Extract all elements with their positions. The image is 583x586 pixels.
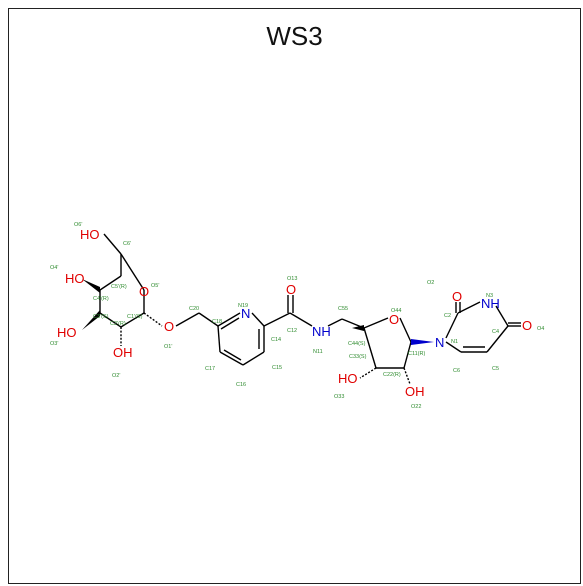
label-c22r: C22(R) [383,372,401,378]
figure-title: WS3 [266,21,323,51]
atom-ho-4: HO [65,271,85,286]
label-c33s: C33(S) [349,354,367,360]
atom-o-glycosidic: O [164,319,174,334]
atom-o-amide: O [286,282,296,297]
label-c1s: C1'(S) [127,314,143,320]
label-c5: C5 [492,366,499,372]
label-n11: N11 [313,349,323,355]
label-c4r: C4'(R) [93,296,109,302]
label-c20: C20 [189,306,199,312]
atom-nh-amide: NH [312,324,331,339]
label-c55: C55 [338,306,348,312]
label-o44: O44 [391,308,401,314]
label-c12: C12 [287,328,297,334]
label-c14: C14 [271,337,281,343]
figure-frame: WS3 [8,8,581,584]
label-o5p: O5' [151,283,159,289]
label-c3s: C3'(S) [93,314,109,320]
label-c17: C17 [205,366,215,372]
atom-labels: O6' C6' O4' C5'(R) O5' C4'(R) C3'(S) C2'… [50,222,544,410]
label-o4p: O4' [50,265,58,271]
atom-ho-top: HO [80,227,100,242]
atom-o2: O [452,289,462,304]
atom-n1: N [435,335,444,350]
label-o2: O2 [427,280,434,286]
label-c16: C16 [236,382,246,388]
atom-ho-33: HO [338,371,358,386]
label-c18: C18 [212,319,222,325]
label-n19: N19 [238,303,248,309]
label-c6: C6 [453,368,460,374]
label-c15: C15 [272,365,282,371]
label-c44s: C44(S) [348,341,366,347]
label-o6p: O6' [74,222,82,228]
wedge-c3 [82,310,100,330]
atom-symbols: HO HO HO OH O O N O NH O HO OH N O NH O [57,227,532,399]
label-c6p: C6' [123,241,131,247]
label-c2r: C2'(R) [110,321,126,327]
wedge-n1 [411,339,434,345]
atom-nh3: NH [481,296,500,311]
label-c4: C4 [492,329,499,335]
atom-o4: O [522,318,532,333]
label-c5r: C5'(R) [111,284,127,290]
label-o33: O33 [334,394,344,400]
label-o13: O13 [287,276,297,282]
atom-oh-22: OH [405,384,425,399]
atom-oh-2: OH [113,345,133,360]
label-o2p: O2' [112,373,120,379]
label-o1p: O1' [164,344,172,350]
atom-o-ribose: O [389,312,399,327]
atom-n-pyridine: N [241,306,250,321]
label-c2: C2 [444,313,451,319]
label-n1: N1 [451,339,458,345]
bonds [82,233,521,385]
wedge-c4 [82,279,100,293]
label-o3p: O3' [50,341,58,347]
label-o4: O4 [537,326,544,332]
wedge-c44 [352,325,364,331]
atom-ho-3: HO [57,325,77,340]
atom-o-ring-sugar: O [139,284,149,299]
label-o22: O22 [411,404,421,410]
label-n3: N3 [486,293,493,299]
label-c11r: C11(R) [408,351,425,357]
